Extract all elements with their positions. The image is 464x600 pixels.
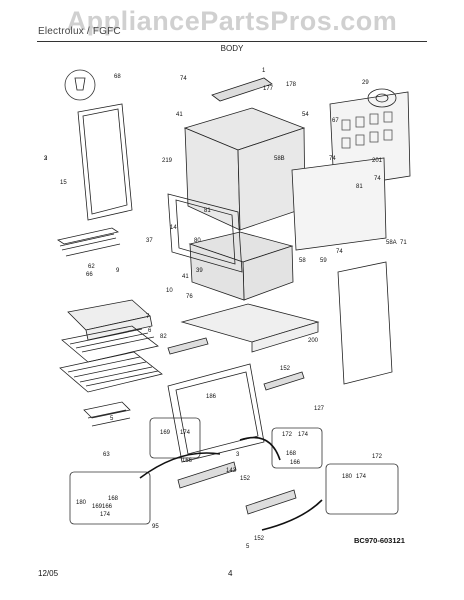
callout-67: 67	[332, 118, 339, 124]
callout-180: 180	[76, 500, 87, 506]
callout-168: 168	[286, 451, 297, 457]
rear-panel	[291, 91, 411, 251]
callout-174: 174	[180, 430, 191, 436]
callout-174: 174	[298, 432, 309, 438]
section-title: BODY	[220, 44, 244, 53]
header-rule	[37, 41, 427, 42]
callout-169: 169	[92, 504, 103, 510]
callout-166: 166	[102, 504, 113, 510]
callout-29: 29	[362, 80, 369, 86]
detail-inset-1	[69, 417, 399, 525]
oven-body	[183, 107, 306, 231]
callout-168: 168	[108, 496, 119, 502]
callout-80: 80	[194, 238, 201, 244]
callout-186: 186	[206, 394, 217, 400]
callout-200: 200	[308, 338, 319, 344]
callout-3: 3	[236, 452, 240, 458]
callout-166: 166	[182, 458, 193, 464]
callout-37: 37	[146, 238, 153, 244]
callout-127: 127	[314, 406, 325, 412]
oven-lower-body	[188, 231, 294, 301]
callout-81: 81	[204, 208, 211, 214]
callout-166: 166	[290, 460, 301, 466]
callout-7: 7	[146, 314, 150, 320]
oven-rack-2	[59, 351, 163, 393]
callout-41: 41	[182, 274, 189, 280]
callout-152: 152	[280, 366, 291, 372]
callout-180: 180	[342, 474, 353, 480]
callout-74: 74	[329, 156, 336, 162]
callout-58B: 58B	[274, 156, 285, 162]
side-panel-right	[337, 261, 393, 385]
page-number: 4	[228, 569, 233, 578]
callout-74: 74	[336, 249, 343, 255]
footer-date: 12/05	[38, 569, 59, 578]
callout-143: 143	[226, 468, 237, 474]
callout-5: 5	[110, 416, 114, 422]
arrows	[139, 436, 323, 531]
bake-element	[56, 227, 121, 257]
callout-95: 95	[152, 524, 159, 530]
callout-177: 177	[263, 86, 274, 92]
callout-178: 178	[286, 82, 297, 88]
knob-part	[64, 69, 96, 101]
drawer-frame	[167, 363, 265, 463]
callout-219: 219	[162, 158, 173, 164]
model-header: Electrolux / FGFC	[38, 26, 121, 37]
fan-part	[367, 88, 397, 108]
drawer-rail-left	[167, 337, 209, 355]
callout-62: 62	[88, 264, 95, 270]
callout-174: 174	[356, 474, 367, 480]
callout-81: 81	[356, 184, 363, 190]
oven-rack-1	[61, 325, 159, 363]
broil-element	[83, 401, 131, 427]
callout-172: 172	[372, 454, 383, 460]
callout-3: 3	[44, 156, 48, 162]
watermark: AppliancePartsPros.com	[66, 6, 398, 36]
callout-76: 76	[186, 294, 193, 300]
callout-39: 39	[196, 268, 203, 274]
callout-10: 10	[166, 288, 173, 294]
callout-201: 201	[372, 158, 383, 164]
callout-74: 74	[180, 76, 187, 82]
rear-vents	[341, 111, 393, 149]
callout-15: 15	[60, 180, 67, 186]
callout-14: 14	[170, 225, 177, 231]
slide-rails	[177, 461, 297, 515]
base-frame	[180, 303, 320, 353]
drawing-code: BC970-603121	[354, 536, 405, 545]
door-frame	[167, 193, 243, 273]
callout-59: 59	[320, 258, 327, 264]
broil-pan	[67, 299, 153, 341]
top-trim	[211, 77, 273, 102]
callout-74: 74	[374, 176, 381, 182]
side-panel-left	[77, 103, 133, 221]
callout-71: 71	[400, 240, 407, 246]
callout-152: 152	[254, 536, 265, 542]
callout-169: 169	[160, 430, 171, 436]
callout-54: 54	[302, 112, 309, 118]
callout-82: 82	[160, 334, 167, 340]
callout-63: 63	[103, 452, 110, 458]
callout-58A: 58A	[386, 240, 397, 246]
drawer-rail-right	[263, 371, 305, 391]
callout-66: 66	[86, 272, 93, 278]
callout-68: 68	[114, 74, 121, 80]
callout-174: 174	[100, 512, 111, 518]
callout-1: 1	[262, 68, 266, 74]
callout-6: 6	[148, 328, 152, 334]
callout-172: 172	[282, 432, 293, 438]
callout-41: 41	[176, 112, 183, 118]
callout-9: 9	[116, 268, 120, 274]
callout-58: 58	[299, 258, 306, 264]
callout-2: 2	[44, 156, 48, 162]
callout-152: 152	[240, 476, 251, 482]
callout-5: 5	[246, 544, 250, 550]
